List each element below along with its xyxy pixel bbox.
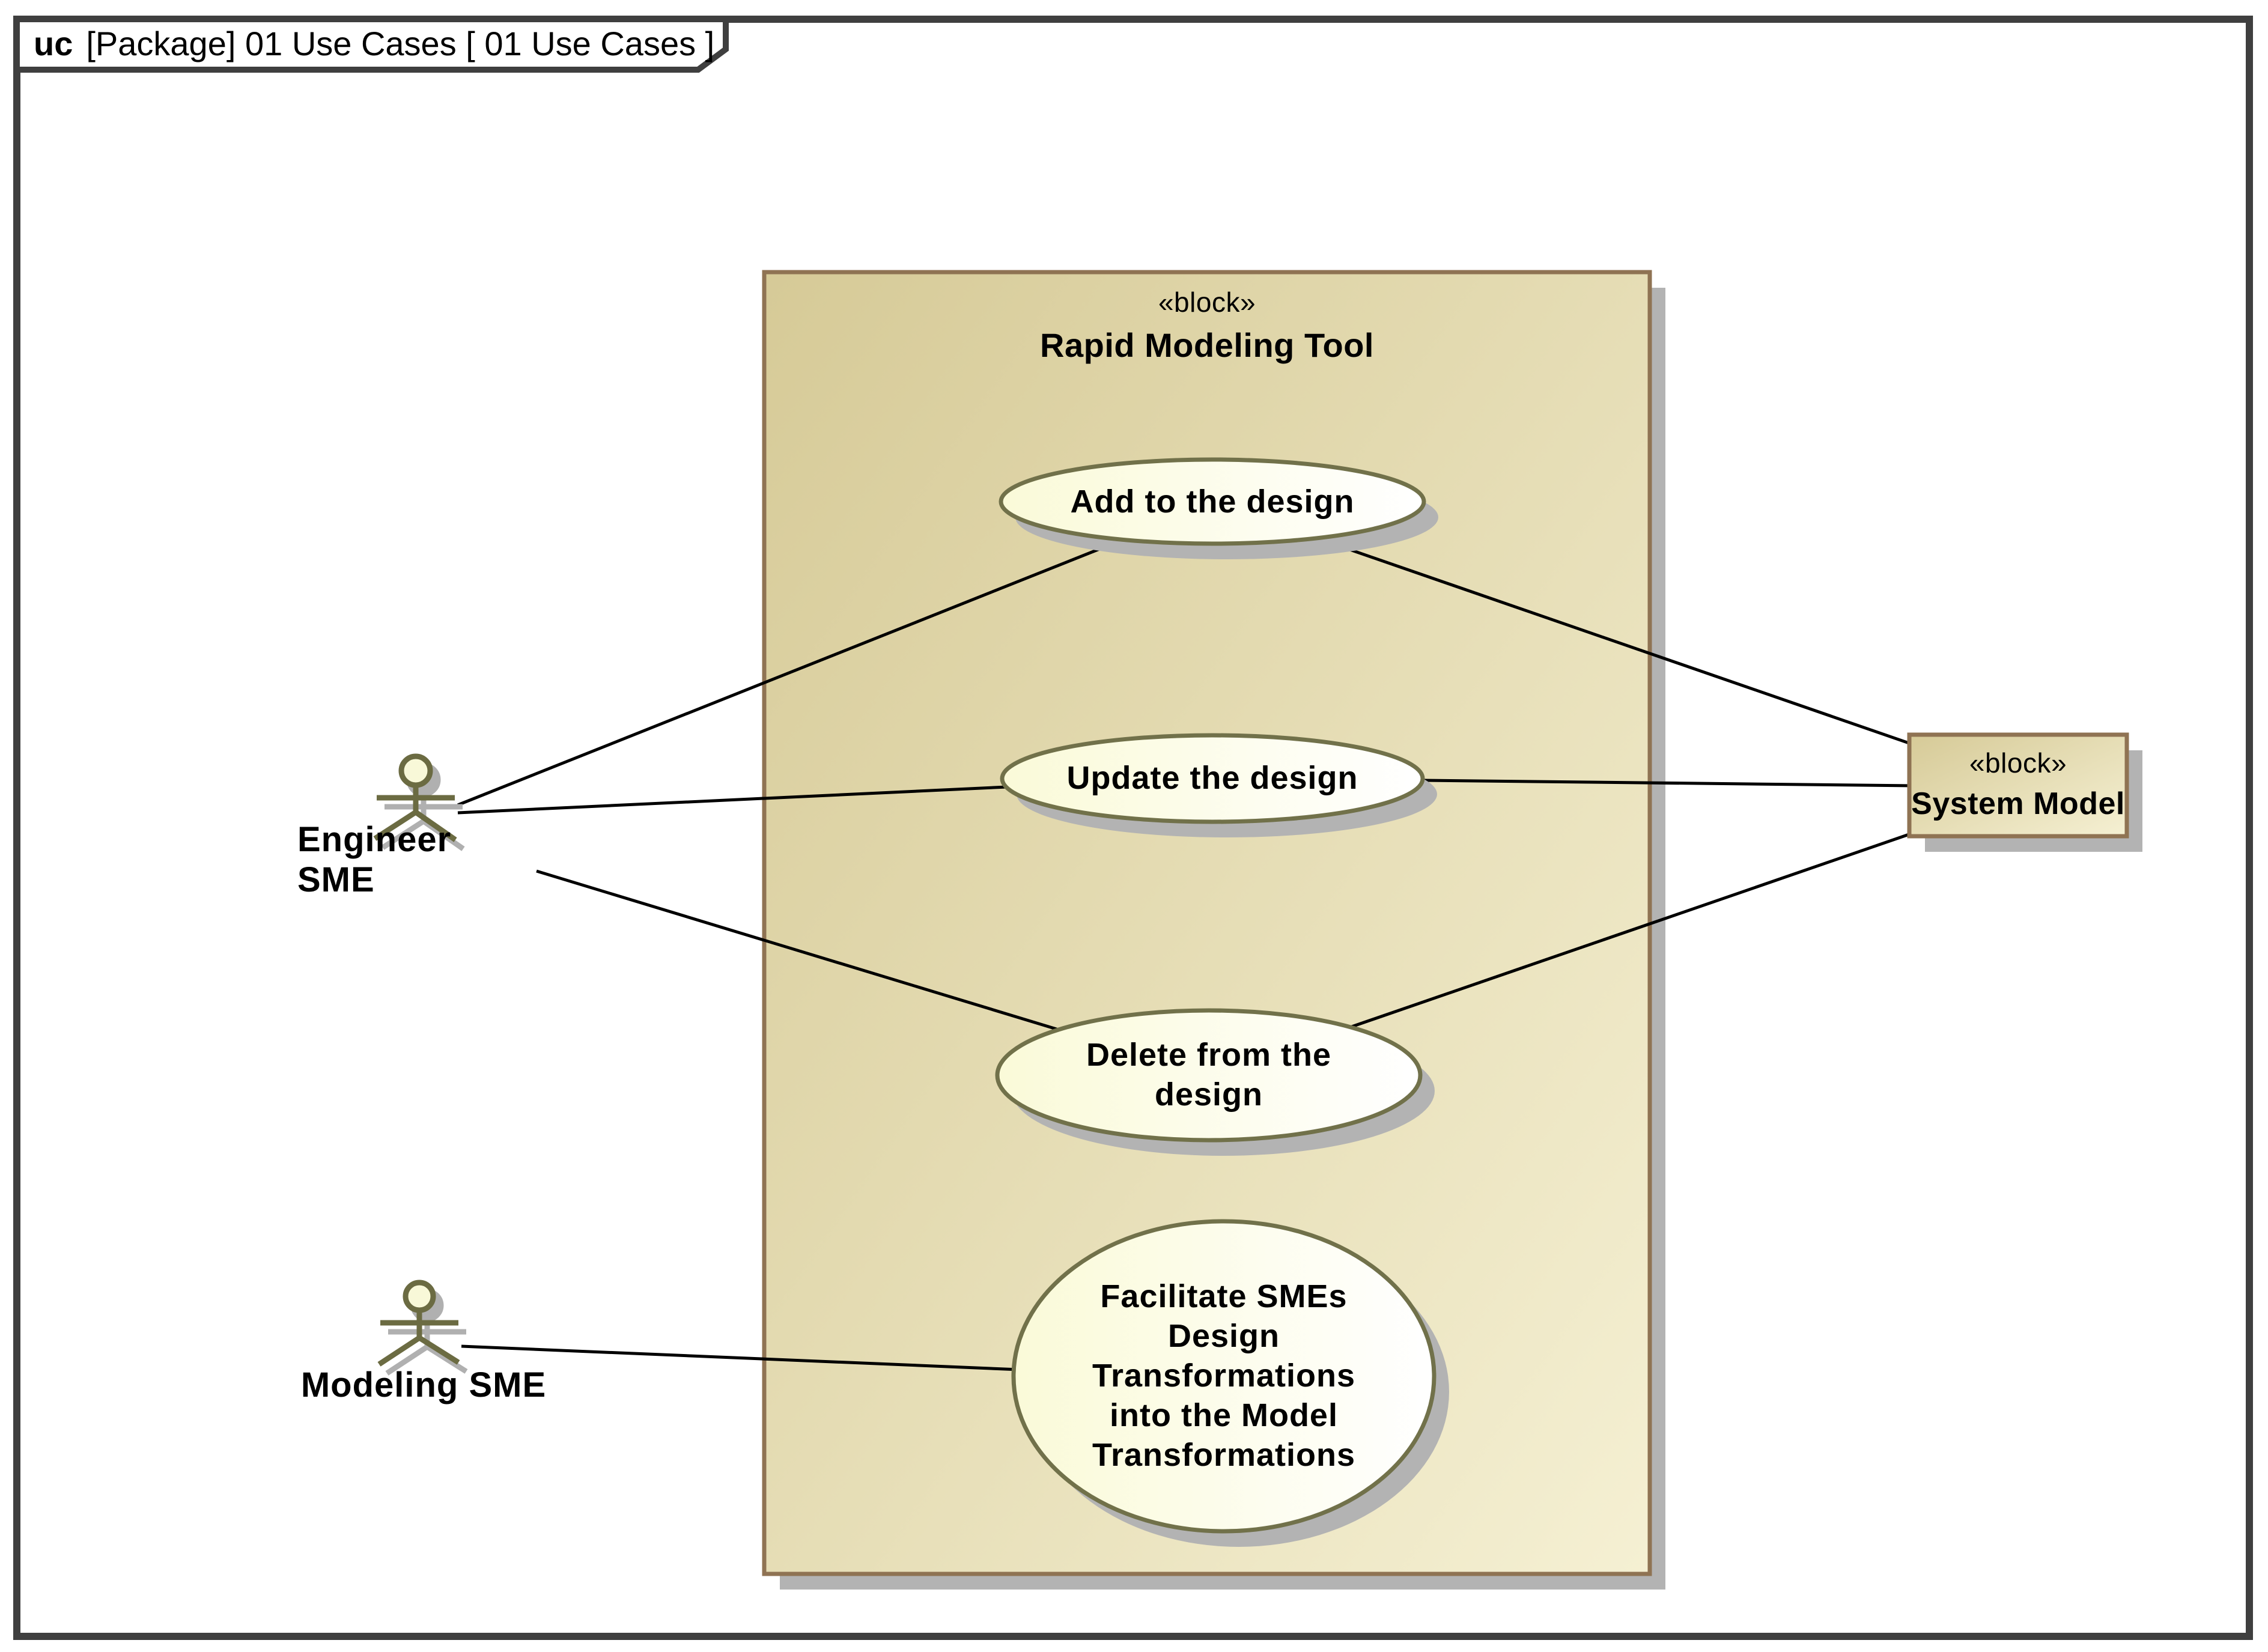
- use-case-add-label[interactable]: Add to the design: [1070, 484, 1355, 520]
- actor-engineer-sme[interactable]: [373, 753, 465, 851]
- use-case-update-label[interactable]: Update the design: [1066, 760, 1358, 797]
- rapid-modeling-tool-stereotype: «block»: [1158, 287, 1256, 318]
- actor-engineer-head: [398, 753, 433, 788]
- system-model-name: System Model: [1911, 786, 2125, 821]
- use-case-delete-oval[interactable]: [995, 1008, 1423, 1143]
- actor-engineer-label: Engineer SME: [297, 820, 538, 899]
- system-model-block[interactable]: [1907, 732, 2129, 839]
- actor-modeling-figure[interactable]: [377, 1280, 460, 1367]
- system-model-stereotype: «block»: [1969, 747, 2067, 779]
- association-engineer-add[interactable]: [457, 539, 1121, 807]
- actor-modeling-left-leg: [377, 1335, 421, 1367]
- association-update-systemmodel[interactable]: [1423, 779, 1915, 788]
- actor-modeling-label: Modeling SME: [300, 1365, 547, 1405]
- association-engineer-delete[interactable]: [536, 869, 1061, 1032]
- frame-title-tab: [14, 16, 729, 73]
- association-engineer-update[interactable]: [457, 785, 1008, 815]
- actor-modeling-sme[interactable]: [377, 1280, 468, 1376]
- actor-engineer-left-leg: [373, 810, 418, 841]
- association-modeling-facilitate[interactable]: [461, 1344, 1020, 1371]
- actor-engineer-right-leg: [414, 810, 457, 842]
- associations: [457, 537, 1915, 1371]
- use-case-facilitate-oval[interactable]: [1011, 1219, 1437, 1534]
- use-case-ovals: [995, 457, 1449, 1547]
- actor-modeling-head: [403, 1280, 436, 1313]
- actor-modeling-right-leg: [418, 1335, 460, 1365]
- frame-title-text: [Package] 01 Use Cases [ 01 Use Cases ]: [86, 24, 715, 62]
- association-add-systemmodel[interactable]: [1318, 537, 1915, 747]
- actor-engineer-figure[interactable]: [373, 753, 457, 842]
- use-case-update-oval[interactable]: [1000, 733, 1425, 824]
- frame-keyword: uc: [34, 24, 73, 62]
- rapid-modeling-tool-name: Rapid Modeling Tool: [1040, 326, 1374, 364]
- frame-title: uc [Package] 01 Use Cases [ 01 Use Cases…: [34, 18, 714, 68]
- use-case-delete-label[interactable]: Delete from the design: [1086, 1037, 1332, 1113]
- use-case-facilitate-label[interactable]: Facilitate SMEs Design Transformations i…: [1092, 1278, 1356, 1473]
- use-case-add-oval[interactable]: [999, 457, 1426, 546]
- association-delete-systemmodel[interactable]: [1349, 831, 1915, 1029]
